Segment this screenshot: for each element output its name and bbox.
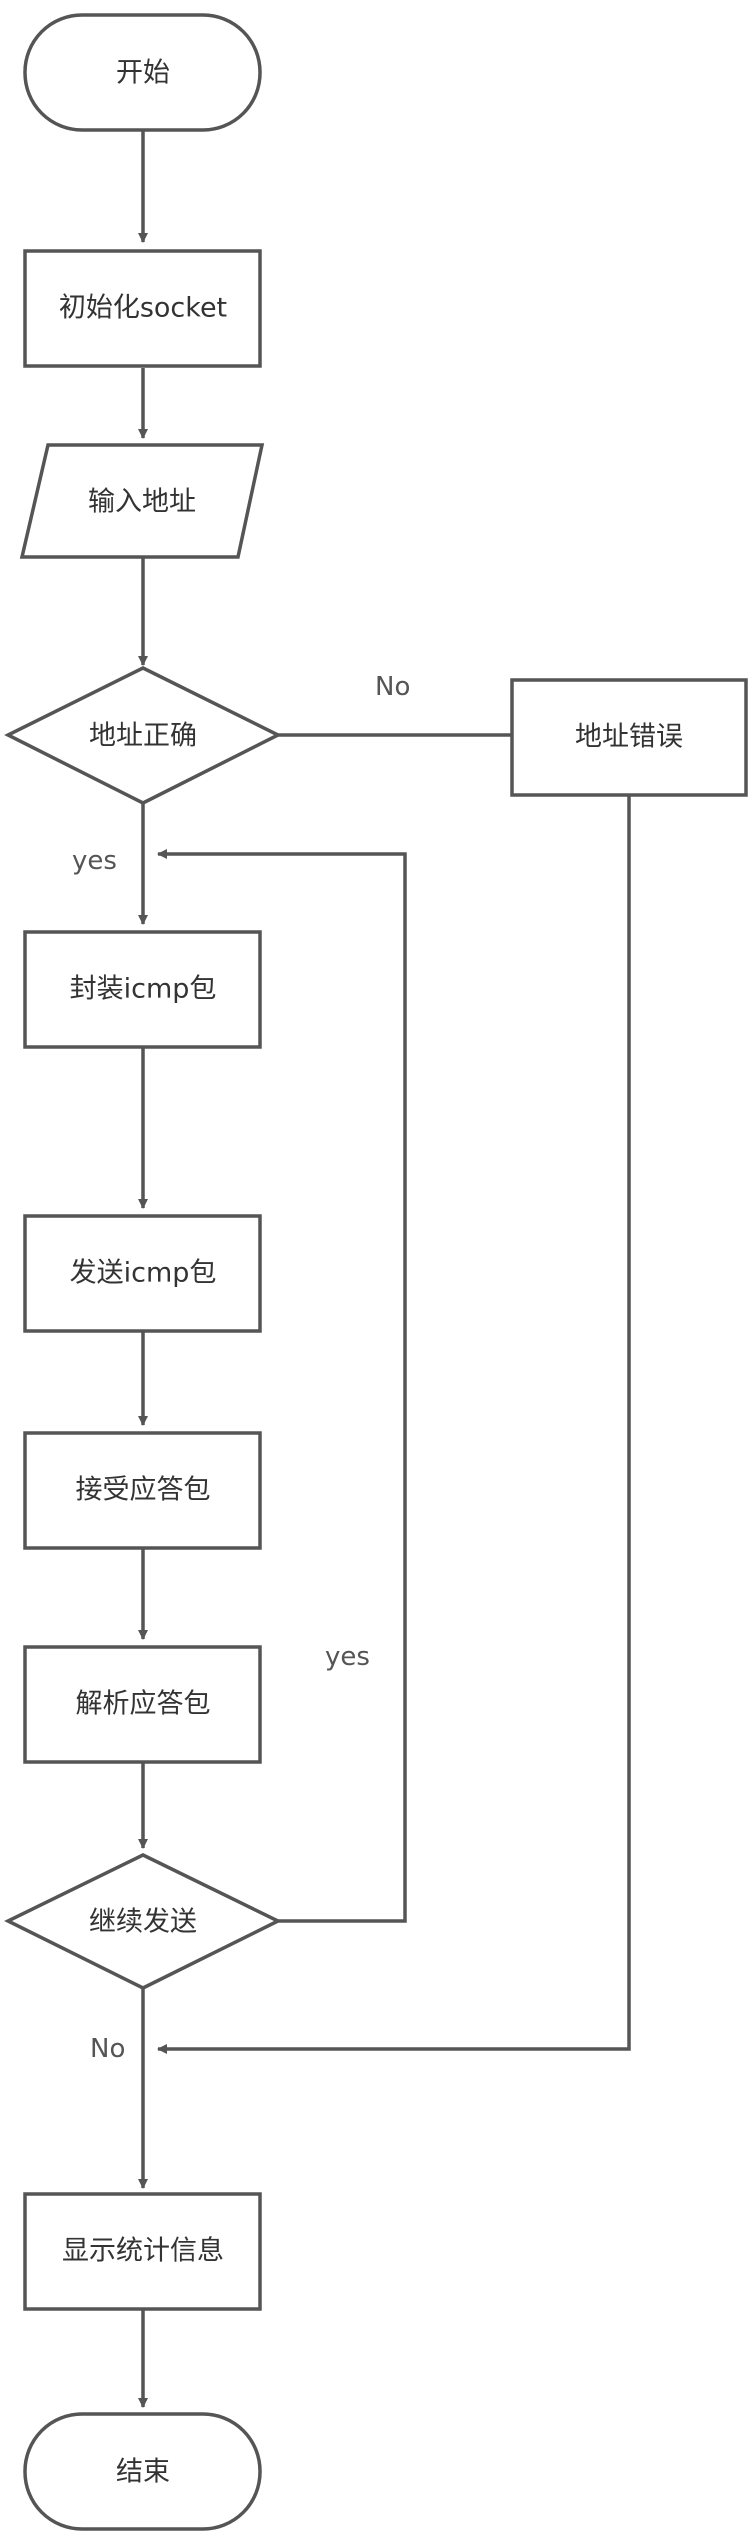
parse-reply-process	[23, 1645, 262, 1764]
pack-icmp-label: 封装icmp包	[70, 974, 217, 1005]
edge-label-address-yes: yes	[72, 846, 117, 876]
address-error-process	[510, 678, 748, 797]
receive-reply-process	[23, 1431, 262, 1550]
end-terminator	[23, 2412, 262, 2531]
edge-label-continue-yes: yes	[325, 1642, 370, 1672]
parse-reply-label: 解析应答包	[76, 1689, 211, 1720]
end-label: 结束	[116, 2457, 170, 2488]
pack-icmp-process	[23, 930, 262, 1049]
continue-send-label: 继续发送	[89, 1907, 197, 1938]
edge-error-to-stats	[157, 795, 631, 2054]
show-stats-label: 显示统计信息	[62, 2236, 224, 2267]
input-address-io	[19, 443, 265, 559]
address-error-label: 地址错误	[575, 722, 683, 753]
input-address-label: 输入地址	[88, 487, 196, 518]
send-icmp-process	[23, 1214, 262, 1333]
edge-label-address-no: No	[375, 672, 410, 702]
receive-reply-label: 接受应答包	[76, 1475, 211, 1506]
init-socket-label: 初始化socket	[59, 293, 227, 324]
show-stats-process	[23, 2192, 262, 2311]
edge-label-continue-no: No	[90, 2034, 125, 2064]
start-label: 开始	[116, 58, 170, 89]
address-correct-label: 地址正确	[89, 721, 197, 752]
edge-continue-yes-loop	[157, 849, 407, 1923]
init-socket-process	[23, 249, 262, 368]
continue-send-decision	[4, 1853, 282, 1990]
start-terminator	[23, 13, 262, 132]
address-correct-decision	[4, 666, 282, 805]
send-icmp-label: 发送icmp包	[70, 1258, 217, 1289]
